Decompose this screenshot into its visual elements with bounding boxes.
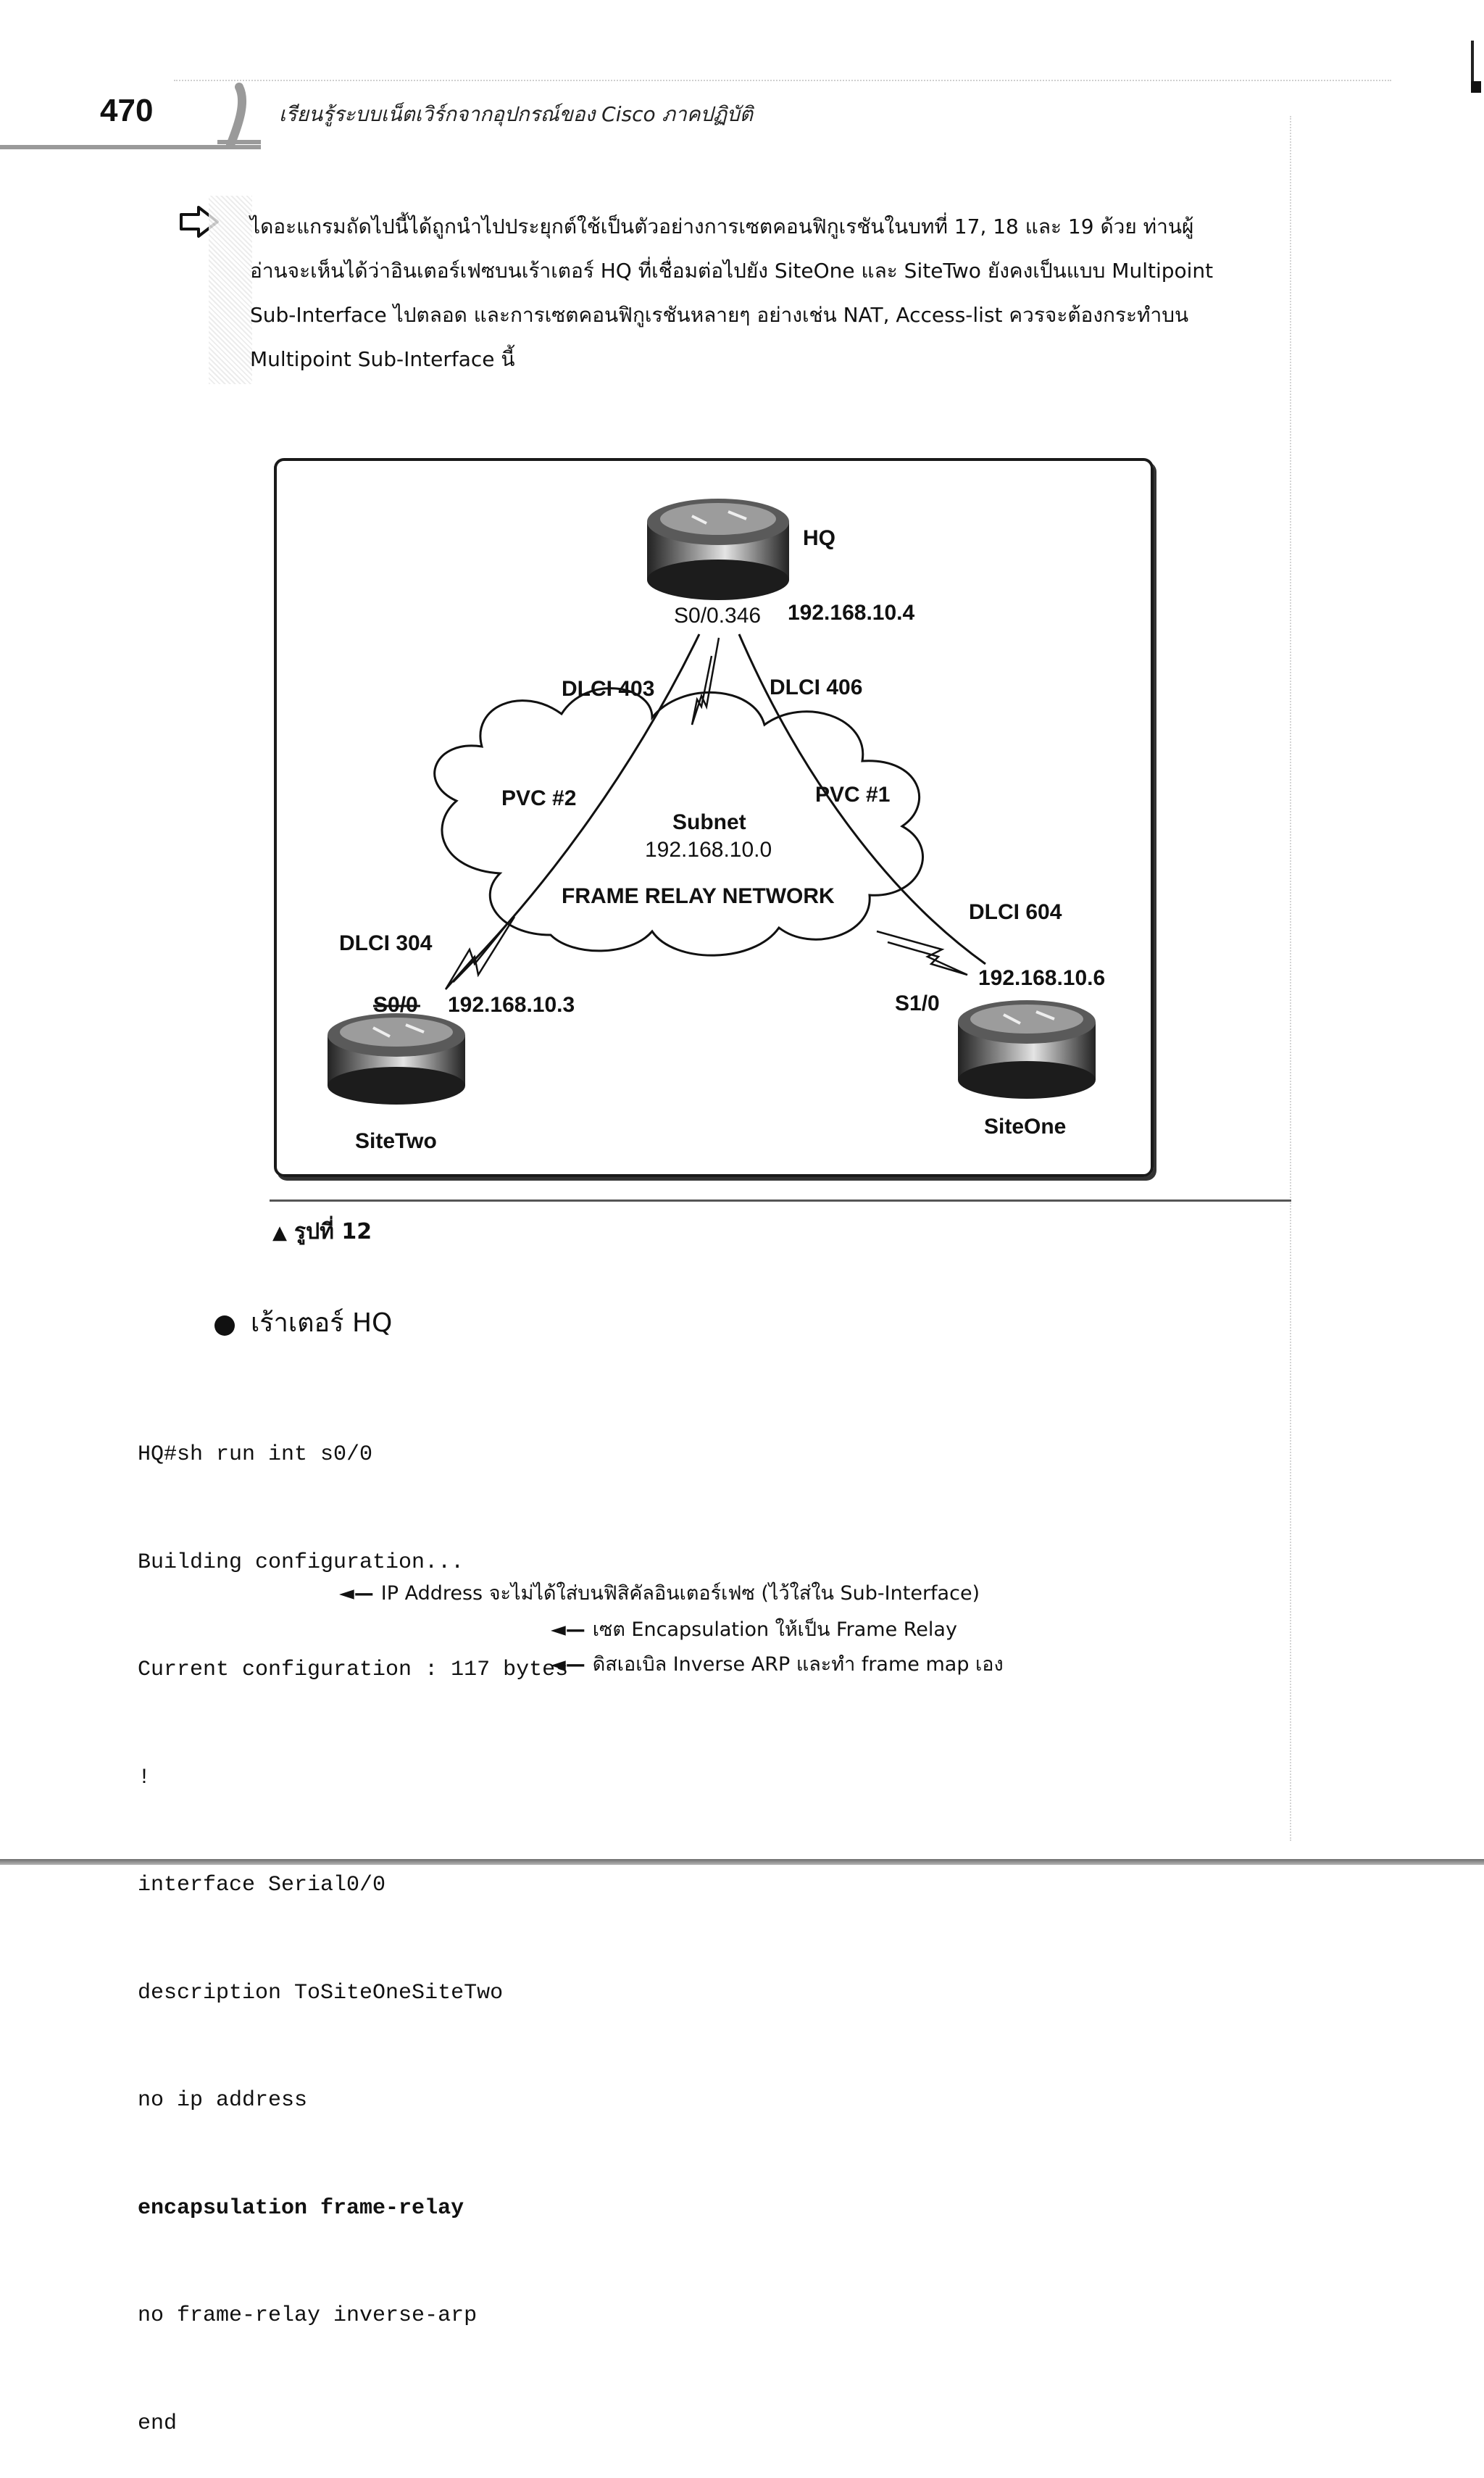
code-line: interface Serial0/0 [138, 1868, 568, 1904]
siteone-ip-label: 192.168.10.6 [978, 966, 1105, 991]
sitetwo-interface-label: S0/0 [373, 993, 418, 1018]
siteone-interface-label: S1/0 [895, 991, 940, 1016]
annotation-inverse-arp: ◄— ดิสเอเบิล Inverse ARP และทำ frame map … [551, 1648, 1004, 1679]
code-line: no ip address [138, 2083, 568, 2119]
code-line: HQ#sh run int s0/0 [138, 1437, 568, 1473]
code-line: encapsulation frame-relay [138, 2191, 568, 2227]
dlci-403-label: DLCI 403 [562, 677, 654, 702]
left-arrow-icon: ◄— [551, 1618, 585, 1641]
left-arrow-icon: ◄— [551, 1653, 585, 1676]
code-block: HQ#sh run int s0/0 Building configuratio… [138, 1365, 568, 2478]
subnet-label: Subnet [672, 810, 746, 835]
hq-ip-label: 192.168.10.4 [788, 601, 914, 625]
frame-relay-network-label: FRAME RELAY NETWORK [562, 884, 835, 909]
code-line: no frame-relay inverse-arp [138, 2298, 568, 2334]
footer-rule [0, 1859, 1484, 1865]
hq-label: HQ [803, 526, 835, 551]
bullet-icon [214, 1315, 235, 1336]
code-line: end [138, 2406, 568, 2442]
sitetwo-label: SiteTwo [355, 1129, 437, 1154]
subnet-address: 192.168.10.0 [645, 838, 772, 862]
left-arrow-icon: ◄— [339, 1582, 374, 1605]
caption-text: รูปที่ 12 [294, 1219, 372, 1244]
annotation-text: ดิสเอเบิล Inverse ARP และทำ frame map เอ… [593, 1653, 1004, 1676]
annotation-text: IP Address จะไม่ได้ใส่บนฟิสิคัลอินเตอร์เ… [381, 1582, 980, 1605]
annotation-ip-address: ◄— IP Address จะไม่ได้ใส่บนฟิสิคัลอินเตอร… [339, 1577, 980, 1608]
sitetwo-router-icon [328, 1013, 465, 1105]
hq-interface-label: S0/0.346 [674, 604, 761, 628]
serial-bolt-icon [877, 931, 967, 975]
caption-rule [270, 1199, 1291, 1202]
caption-triangle-icon: ▲ [272, 1222, 287, 1244]
code-line: ! [138, 1760, 568, 1797]
pvc-1-label: PVC #1 [815, 783, 890, 807]
sitetwo-ip-label: 192.168.10.3 [448, 993, 575, 1018]
section-heading-text: เร้าเตอร์ HQ [251, 1308, 392, 1338]
dlci-604-label: DLCI 604 [969, 900, 1062, 925]
dlci-304-label: DLCI 304 [339, 931, 432, 956]
hq-router-icon [647, 499, 789, 600]
annotation-text: เซต Encapsulation ให้เป็น Frame Relay [593, 1618, 957, 1641]
figure-caption: ▲ รูปที่ 12 [272, 1215, 372, 1249]
pvc-2-label: PVC #2 [501, 786, 576, 811]
section-heading: เร้าเตอร์ HQ [214, 1302, 392, 1343]
siteone-router-icon [958, 1000, 1096, 1099]
code-line: Building configuration... [138, 1545, 568, 1581]
annotation-encapsulation: ◄— เซต Encapsulation ให้เป็น Frame Relay [551, 1613, 957, 1645]
code-line: Current configuration : 117 bytes [138, 1652, 568, 1689]
dlci-406-label: DLCI 406 [770, 675, 862, 700]
siteone-label: SiteOne [984, 1115, 1066, 1139]
code-line: description ToSiteOneSiteTwo [138, 1976, 568, 2012]
